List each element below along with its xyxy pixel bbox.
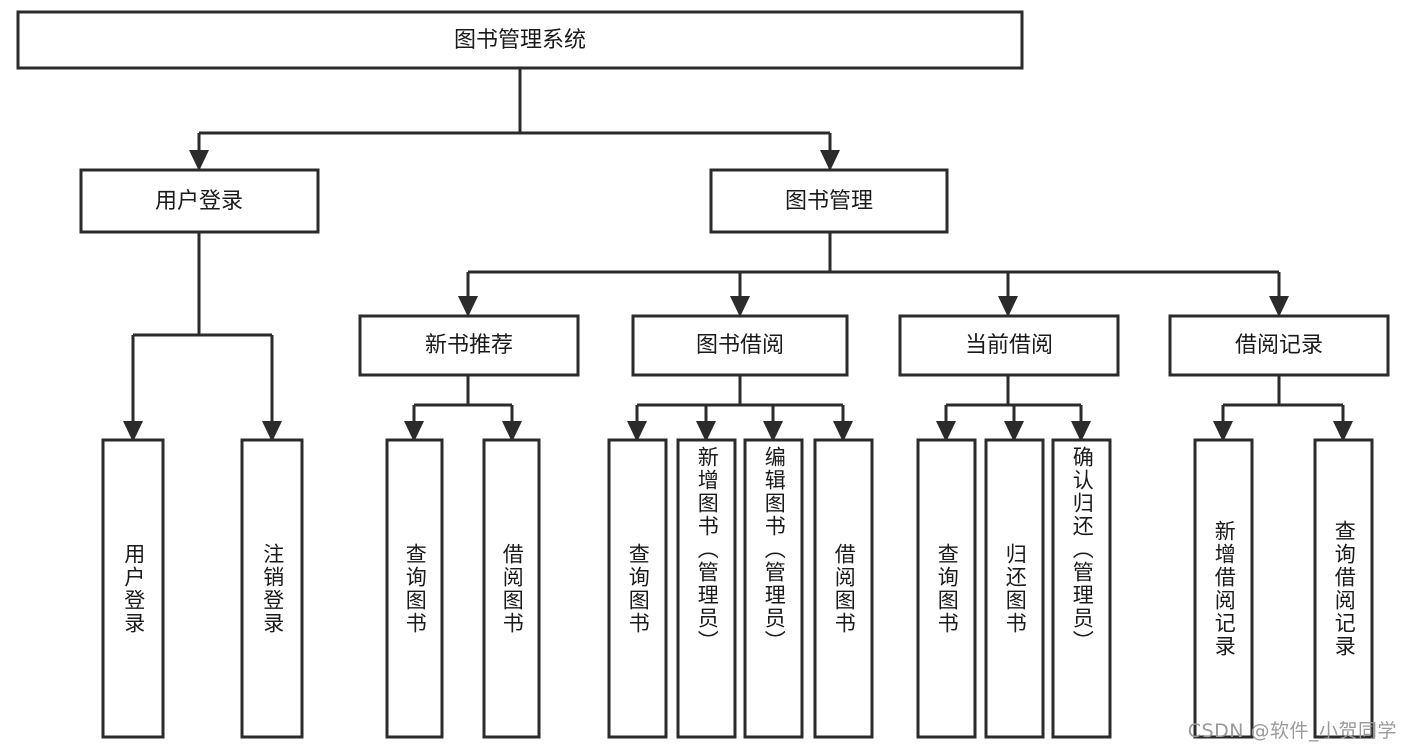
- leaf-borrow-book-2[interactable]: 借阅图书: [815, 440, 872, 737]
- leaf-borrow-book-1-label: 借阅图书: [500, 542, 525, 635]
- watermark: CSDN @软件_小贺同学: [1187, 720, 1397, 742]
- leaf-add-book-box[interactable]: [676, 438, 737, 739]
- leaf-user-login[interactable]: 用户登录: [103, 440, 163, 737]
- borrow-record-label: 借阅记录: [1235, 333, 1323, 358]
- leaf-confirm-return-box[interactable]: [1051, 438, 1112, 739]
- connectors-new-book-rec-to-leaves: [404, 375, 522, 442]
- node-borrow-record[interactable]: 借阅记录: [1168, 314, 1390, 377]
- leaf-query-book-1-box[interactable]: [385, 438, 444, 739]
- connectors-book-manage-to-level3: [458, 232, 1289, 317]
- leaf-add-record-label: 新增借阅记录: [1212, 519, 1237, 658]
- current-borrow-label: 当前借阅: [965, 333, 1053, 358]
- leaf-logout-label: 注销登录: [260, 542, 285, 635]
- leaf-query-book-3-box[interactable]: [916, 438, 977, 739]
- arrow-to-leaf-query-book-1: [404, 421, 424, 442]
- arrow-to-leaf-borrow-book-1: [502, 421, 522, 442]
- leaf-add-record[interactable]: 新增借阅记录: [1195, 440, 1252, 737]
- leaf-query-book-2[interactable]: 查询图书: [609, 440, 666, 737]
- book-manage-box[interactable]: [709, 168, 949, 234]
- leaf-add-record-box[interactable]: [1193, 438, 1254, 739]
- borrow-record-box[interactable]: [1168, 314, 1390, 377]
- arrow-to-leaf-add-record: [1213, 421, 1233, 442]
- leaf-borrow-book-1[interactable]: 借阅图书: [484, 440, 539, 737]
- leaf-query-book-1-label: 查询图书: [403, 542, 428, 635]
- leaf-return-book-box[interactable]: [984, 438, 1045, 739]
- current-borrow-box[interactable]: [898, 314, 1120, 377]
- leaf-logout-box[interactable]: [240, 438, 304, 739]
- leaf-add-book[interactable]: 新增图书（管理员）: [678, 440, 735, 737]
- connectors-book-borrow-to-leaves: [627, 375, 853, 442]
- arrow-to-leaf-query-book-3: [936, 421, 956, 442]
- leaf-user-login-box[interactable]: [101, 438, 165, 739]
- arrow-to-leaf-query-book-2: [627, 421, 647, 442]
- new-book-rec-label: 新书推荐: [425, 333, 513, 358]
- user-login-box[interactable]: [79, 168, 320, 234]
- leaf-confirm-return-label: 确认归还（管理员）: [1070, 446, 1095, 653]
- leaf-boxes: [101, 438, 1374, 739]
- arrow-to-leaf-logout: [262, 421, 282, 442]
- leaf-borrow-book-2-label: 借阅图书: [832, 542, 857, 635]
- leaf-edit-book[interactable]: 编辑图书（管理员）: [745, 440, 802, 737]
- root-label: 图书管理系统: [454, 28, 586, 53]
- arrow-to-user-login: [189, 150, 209, 171]
- new-book-rec-box[interactable]: [358, 314, 580, 377]
- leaf-query-book-2-box[interactable]: [607, 438, 668, 739]
- arrow-to-leaf-edit-book: [763, 421, 783, 442]
- user-login-label: 用户登录: [155, 189, 243, 214]
- book-borrow-label: 图书借阅: [696, 333, 784, 358]
- arrow-to-leaf-query-record: [1333, 421, 1353, 442]
- leaf-query-record-label: 查询借阅记录: [1332, 519, 1357, 658]
- node-root[interactable]: 图书管理系统: [16, 10, 1024, 70]
- leaf-edit-book-box[interactable]: [743, 438, 804, 739]
- node-new-book-rec[interactable]: 新书推荐: [358, 314, 580, 377]
- leaf-query-record-box[interactable]: [1313, 438, 1374, 739]
- leaf-borrow-book-2-box[interactable]: [813, 438, 874, 739]
- arrow-to-leaf-user-login: [123, 421, 143, 442]
- arrow-to-leaf-add-book: [696, 421, 716, 442]
- arrow-to-leaf-borrow-book-2: [833, 421, 853, 442]
- leaf-query-book-1[interactable]: 查询图书: [387, 440, 442, 737]
- arrow-to-new-book-rec: [458, 296, 478, 317]
- node-book-manage[interactable]: 图书管理: [709, 168, 949, 234]
- leaf-return-book-label: 归还图书: [1003, 542, 1028, 635]
- leaf-user-login-label: 用户登录: [121, 542, 146, 635]
- leaf-query-record[interactable]: 查询借阅记录: [1315, 440, 1372, 737]
- leaf-query-book-3-label: 查询图书: [935, 542, 960, 635]
- arrow-to-borrow-record: [1269, 296, 1289, 317]
- book-manage-label: 图书管理: [785, 189, 873, 214]
- connectors-borrow-record-to-leaves: [1213, 375, 1353, 442]
- arrow-to-book-borrow: [730, 296, 750, 317]
- leaf-add-book-label: 新增图书（管理员）: [695, 446, 720, 653]
- leaf-borrow-book-1-box[interactable]: [482, 438, 541, 739]
- book-borrow-box[interactable]: [631, 314, 849, 377]
- connectors-root-to-level2: [189, 68, 840, 171]
- arrow-to-current-borrow: [998, 296, 1018, 317]
- connectors-user-login-to-leaves: [123, 232, 282, 442]
- leaf-edit-book-label: 编辑图书（管理员）: [762, 446, 787, 653]
- connectors-current-borrow-to-leaves: [936, 375, 1091, 442]
- root-box[interactable]: [16, 10, 1024, 70]
- arrow-to-leaf-return-book: [1004, 421, 1024, 442]
- node-current-borrow[interactable]: 当前借阅: [898, 314, 1120, 377]
- leaf-logout[interactable]: 注销登录: [242, 440, 302, 737]
- leaf-confirm-return[interactable]: 确认归还（管理员）: [1053, 440, 1110, 737]
- node-user-login[interactable]: 用户登录: [79, 168, 320, 234]
- leaf-query-book-3[interactable]: 查询图书: [918, 440, 975, 737]
- node-book-borrow[interactable]: 图书借阅: [631, 314, 849, 377]
- leaf-query-book-2-label: 查询图书: [626, 542, 651, 635]
- arrow-to-leaf-confirm-return: [1071, 421, 1091, 442]
- arrow-to-book-manage: [820, 150, 840, 171]
- leaf-return-book[interactable]: 归还图书: [986, 440, 1043, 737]
